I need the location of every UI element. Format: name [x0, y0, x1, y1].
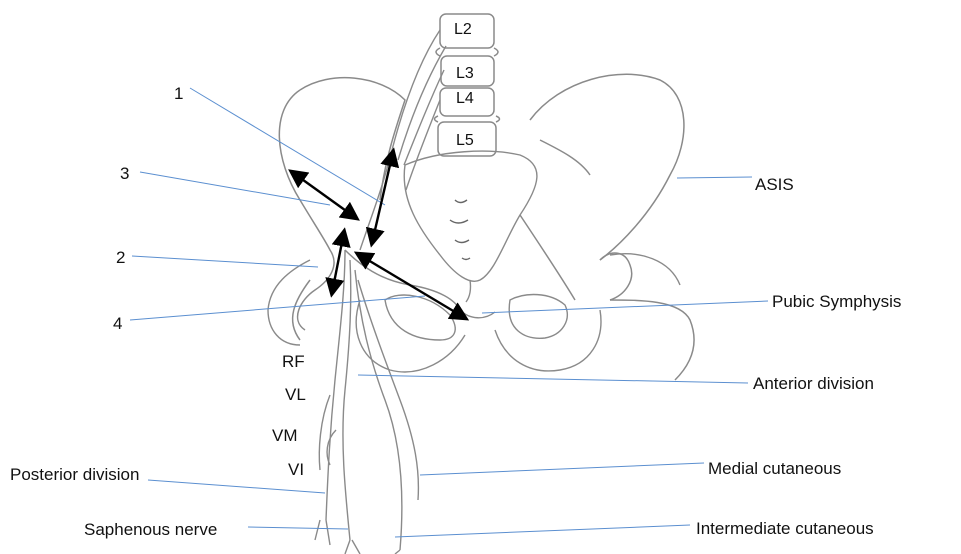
pubic-rami-sketch — [356, 295, 601, 372]
number-label-1: 1 — [174, 84, 183, 104]
muscle-label-rf: RF — [282, 352, 305, 372]
arrow-1 — [372, 152, 393, 243]
number-label-4: 4 — [113, 314, 122, 334]
leader-saphenous — [248, 527, 348, 529]
vertebra-label-l2: L2 — [454, 20, 472, 40]
vertebra-label-l5: L5 — [456, 131, 474, 151]
muscle-label-vi: VI — [288, 460, 304, 480]
leader-3 — [140, 172, 330, 205]
label-medial-cutaneous: Medial cutaneous — [708, 459, 841, 479]
leader-2 — [132, 256, 318, 267]
leader-posterior — [148, 480, 325, 493]
leader-1 — [190, 88, 385, 205]
leader-asis — [677, 177, 752, 178]
number-label-2: 2 — [116, 248, 125, 268]
label-asis: ASIS — [755, 175, 794, 195]
femoral-nerve-sketch — [315, 250, 418, 554]
label-saphenous-nerve: Saphenous nerve — [84, 520, 217, 540]
label-posterior-division: Posterior division — [10, 465, 139, 485]
label-pubic-symphysis: Pubic Symphysis — [772, 292, 901, 312]
leader-pubic — [482, 301, 768, 313]
leader-4 — [130, 296, 425, 320]
vertebra-label-l3: L3 — [456, 64, 474, 84]
muscle-label-vm: VM — [272, 426, 298, 446]
arrow-3 — [292, 172, 356, 218]
label-anterior-division: Anterior division — [753, 374, 874, 394]
vertebra-label-l4: L4 — [456, 89, 474, 109]
psoas-sketch — [360, 30, 446, 250]
number-label-3: 3 — [120, 164, 129, 184]
left-ilium-sketch — [520, 74, 694, 380]
sacrum-sketch — [404, 151, 537, 302]
leader-anterior — [358, 375, 748, 383]
arrow-4 — [358, 254, 465, 318]
label-intermediate-cutaneous: Intermediate cutaneous — [696, 519, 874, 539]
leader-medial — [420, 463, 704, 475]
leader-intermediate — [395, 525, 690, 537]
muscle-label-vl: VL — [285, 385, 306, 405]
